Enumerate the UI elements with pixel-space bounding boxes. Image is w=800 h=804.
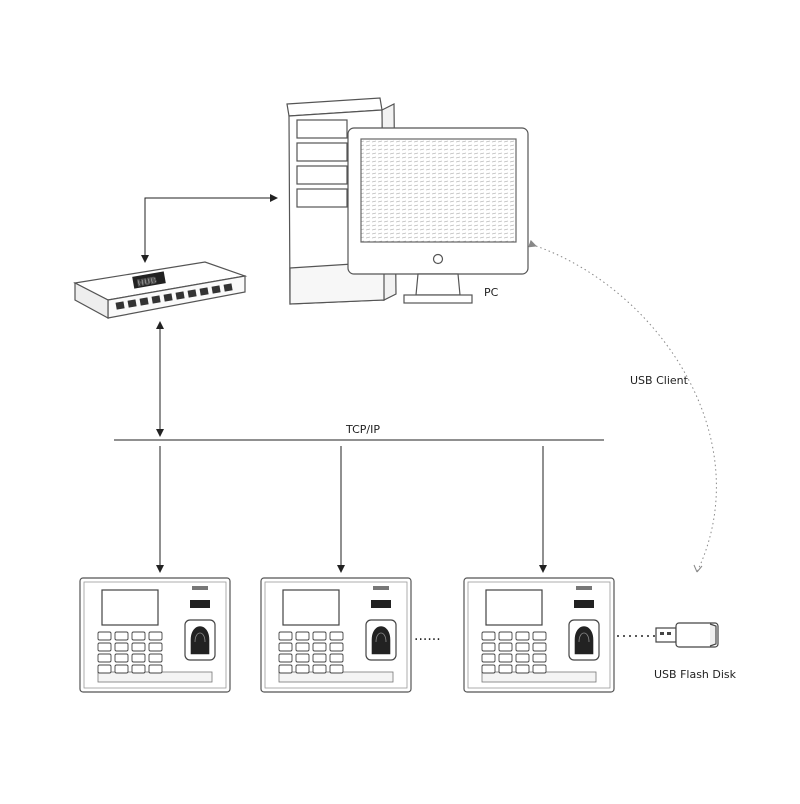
fingerprint-terminal-icon: [260, 577, 412, 693]
keypad-key: [515, 664, 530, 674]
keypad-key: [97, 631, 112, 641]
keypad-key: [148, 664, 163, 674]
keypad-key: [97, 653, 112, 663]
keypad-key: [329, 664, 344, 674]
keypad-key: [498, 631, 513, 641]
keypad-key: [97, 642, 112, 652]
keypad-key: [515, 653, 530, 663]
keypad-key: [114, 664, 129, 674]
keypad-key: [114, 631, 129, 641]
keypad-key: [481, 653, 496, 663]
keypad-key: [481, 664, 496, 674]
usb-flash-disk-icon: [655, 622, 719, 648]
keypad-key: [532, 642, 547, 652]
keypad-key: [532, 653, 547, 663]
fingerprint-terminal-icon: [463, 577, 615, 693]
keypad-key: [278, 631, 293, 641]
keypad-key: [498, 653, 513, 663]
keypad-key: [329, 631, 344, 641]
keypad-key: [278, 664, 293, 674]
keypad-key: [481, 642, 496, 652]
keypad-key: [329, 642, 344, 652]
keypad-key: [295, 653, 310, 663]
terminal-top-slot: [373, 586, 389, 590]
usb-flash-disk-label: USB Flash Disk: [654, 668, 737, 681]
usb-client-link: [528, 239, 717, 573]
terminal-screen: [485, 589, 543, 626]
terminal-indicator: [190, 600, 210, 608]
keypad-key: [312, 664, 327, 674]
terminal-screen: [101, 589, 159, 626]
keypad-key: [148, 642, 163, 652]
keypad-key: [131, 642, 146, 652]
keypad-key: [131, 631, 146, 641]
terminal-keypad: [481, 631, 547, 674]
fingerprint-sensor-icon: [365, 619, 397, 661]
terminal-screen: [282, 589, 340, 626]
keypad-key: [278, 642, 293, 652]
keypad-key: [532, 631, 547, 641]
monitor-icon: [347, 127, 529, 304]
terminals-group: [79, 577, 615, 693]
keypad-key: [532, 664, 547, 674]
hub-icon: HUB: [73, 261, 248, 320]
keypad-key: [312, 642, 327, 652]
fingerprint-terminal-icon: [79, 577, 231, 693]
keypad-key: [131, 653, 146, 663]
keypad-key: [481, 631, 496, 641]
connections: [114, 194, 604, 573]
keypad-key: [97, 664, 112, 674]
keypad-key: [114, 642, 129, 652]
keypad-key: [498, 642, 513, 652]
hub-label: HUB: [137, 276, 158, 288]
keypad-key: [498, 664, 513, 674]
keypad-key: [312, 653, 327, 663]
keypad-key: [148, 631, 163, 641]
tcpip-label: TCP/IP: [345, 423, 380, 436]
keypad-key: [114, 653, 129, 663]
fingerprint-sensor-icon: [184, 619, 216, 661]
terminal-keypad: [97, 631, 163, 674]
keypad-key: [278, 653, 293, 663]
terminal-top-slot: [192, 586, 208, 590]
keypad-key: [515, 631, 530, 641]
keypad-key: [295, 642, 310, 652]
terminal-keypad: [278, 631, 344, 674]
keypad-key: [148, 653, 163, 663]
ellipsis-dots: ......: [414, 628, 441, 644]
keypad-key: [295, 664, 310, 674]
pc-label: PC: [484, 286, 499, 299]
hub-pc-link: [141, 194, 278, 263]
fingerprint-sensor-icon: [568, 619, 600, 661]
usb-client-label: USB Client: [630, 374, 689, 387]
keypad-key: [131, 664, 146, 674]
keypad-key: [515, 642, 530, 652]
usb-client-arrowhead: [693, 564, 703, 573]
keypad-key: [312, 631, 327, 641]
terminal-indicator: [574, 600, 594, 608]
keypad-key: [329, 653, 344, 663]
terminal-top-slot: [576, 586, 592, 590]
hub-ports: [115, 283, 233, 310]
terminal-indicator: [371, 600, 391, 608]
keypad-key: [295, 631, 310, 641]
